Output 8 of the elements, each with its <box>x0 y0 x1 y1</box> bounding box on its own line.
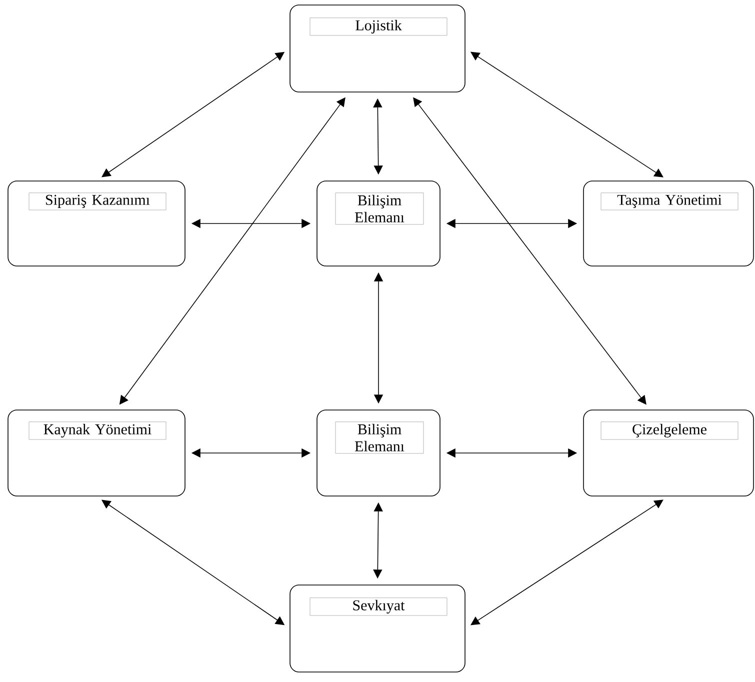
process-box: Çizelgeleme <box>583 410 754 496</box>
process-box: Sevkıyat <box>290 584 466 672</box>
process-box: Bilişim Elemanı <box>316 410 440 496</box>
process-box: Taşıma Yönetimi <box>583 180 754 266</box>
process-box: Bilişim Elemanı <box>316 180 440 266</box>
process-box: Sipariş Kazanımı <box>8 180 186 266</box>
process-box: Kaynak Yönetimi <box>8 410 186 496</box>
process-box: Lojistik <box>290 4 466 92</box>
